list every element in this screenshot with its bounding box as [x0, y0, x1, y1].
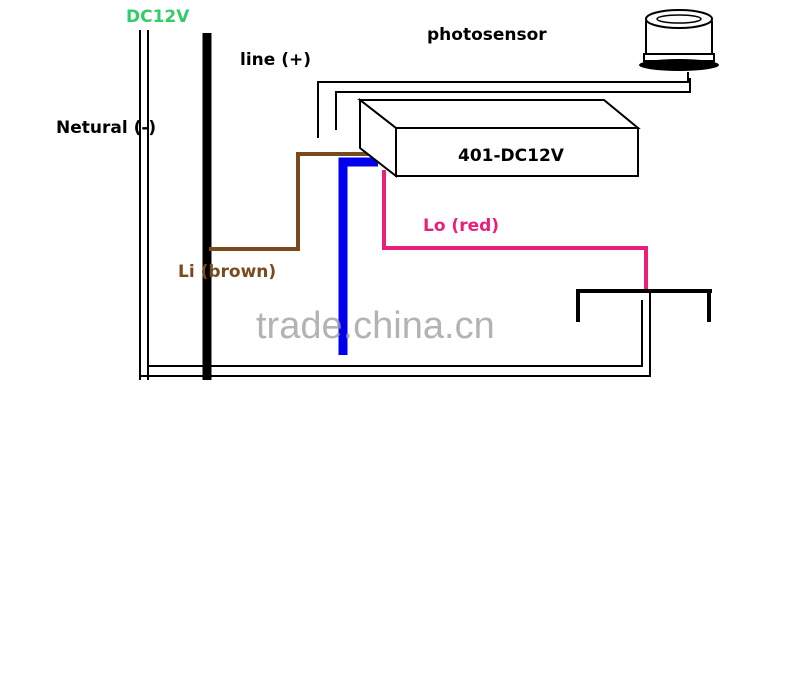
photosensor-base	[639, 59, 719, 71]
neutral-rail	[139, 30, 149, 380]
neutral-return	[140, 290, 651, 377]
lamp-icon	[576, 289, 712, 322]
photosensor-label: photosensor	[427, 25, 547, 45]
lo-label: Lo (red)	[423, 216, 499, 236]
watermark: trade.china.cn	[256, 305, 495, 347]
neutral-label: Netural (-)	[56, 118, 156, 138]
photosensor-lens	[645, 9, 713, 29]
red-lo-wire	[382, 170, 648, 290]
photosensor-leads	[317, 72, 691, 138]
line-label: line (+)	[240, 50, 311, 70]
blue-wire	[338, 157, 378, 355]
photosensor-lens-inner	[656, 14, 702, 24]
controller-box: 401-DC12V	[357, 97, 641, 179]
li-label: Li (brown)	[178, 262, 276, 282]
neutral-return-outer	[140, 290, 651, 377]
controller-box-front	[395, 127, 639, 177]
photosensor-lead-outer	[317, 72, 689, 138]
photosensor-icon	[639, 9, 719, 71]
supply-label: DC12V	[126, 7, 190, 27]
controller-box-top	[357, 99, 641, 129]
neutral-return-inner	[148, 300, 643, 367]
brown-li-wire	[209, 152, 376, 251]
photosensor-lead-inner	[335, 78, 691, 130]
controller-label: 401-DC12V	[458, 146, 565, 166]
